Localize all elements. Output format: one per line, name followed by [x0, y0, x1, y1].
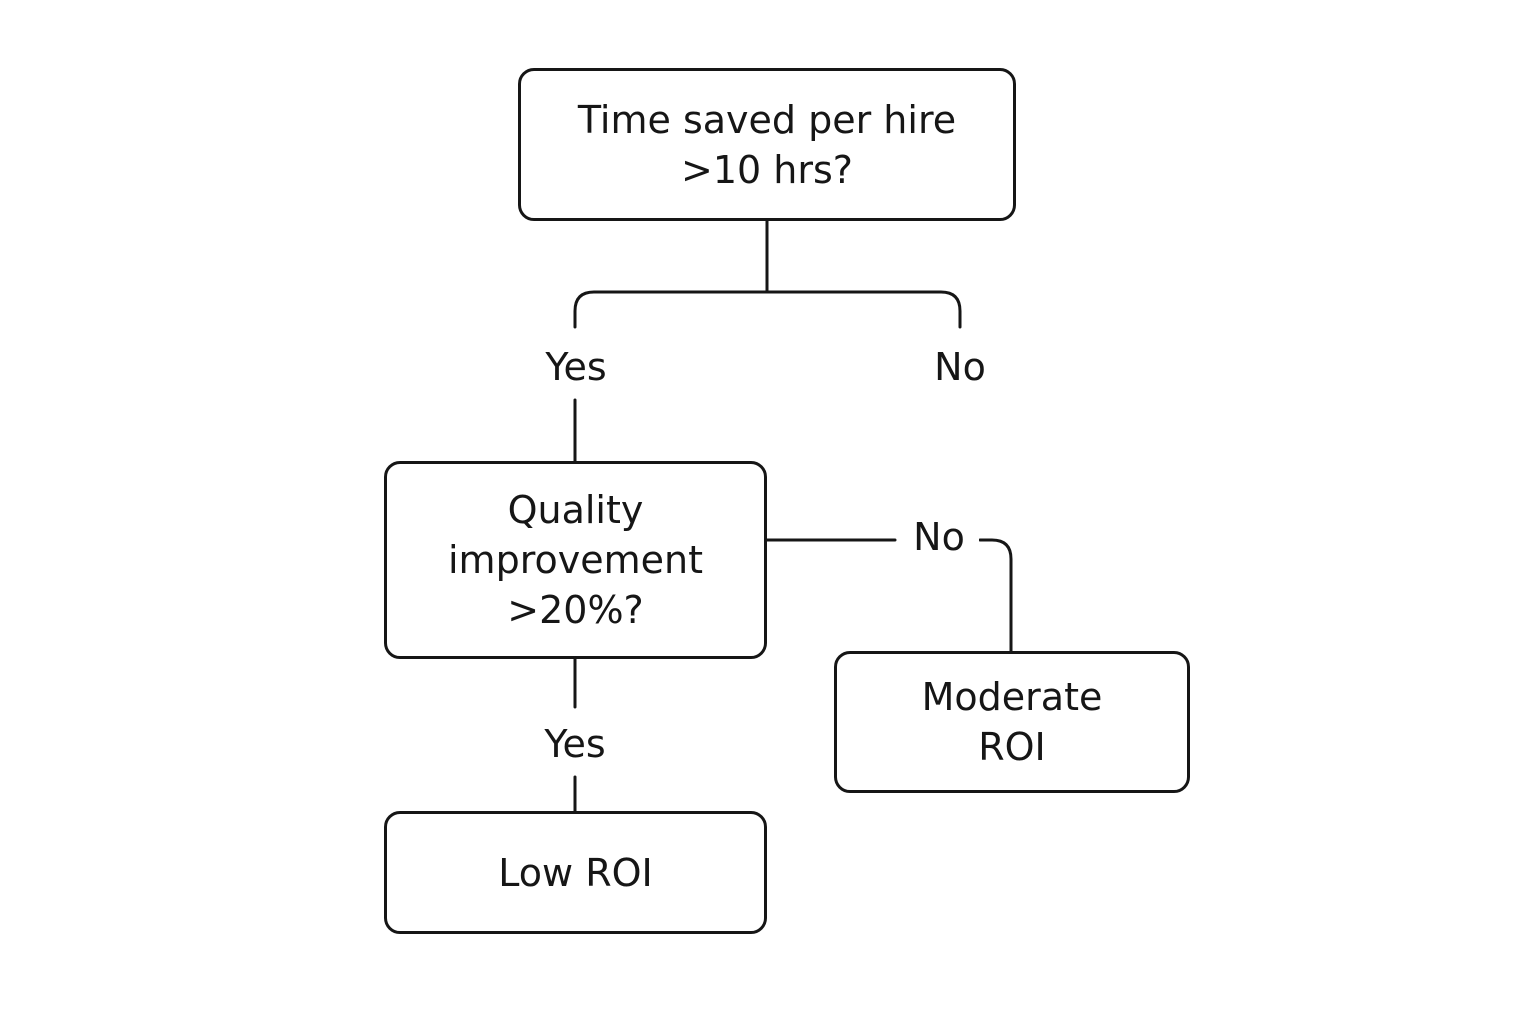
decision-quality-line-1: Quality	[507, 488, 644, 532]
connector-quality-no-right	[978, 538, 1013, 653]
connector-branch-yes	[573, 290, 769, 329]
decision-time-saved: Time saved per hire >10 hrs?	[518, 68, 1016, 221]
decision-time-saved-line-2: >10 hrs?	[681, 147, 853, 192]
outcome-moderate-roi-line-2: ROI	[978, 725, 1046, 769]
outcome-moderate-roi-line-1: Moderate	[921, 675, 1103, 719]
decision-quality-improvement: Quality improvement >20%?	[384, 461, 767, 659]
outcome-low-roi-label: Low ROI	[498, 850, 653, 895]
edge-label-time-no: No	[920, 345, 1000, 389]
edge-label-quality-no: No	[899, 515, 979, 559]
outcome-low-roi: Low ROI	[384, 811, 767, 934]
decision-quality-line-2: improvement	[448, 538, 703, 582]
decision-quality-line-3: >20%?	[507, 588, 644, 632]
outcome-moderate-roi: Moderate ROI	[834, 651, 1190, 793]
connector-branch-no	[765, 290, 962, 329]
decision-time-saved-line-1: Time saved per hire	[577, 97, 957, 142]
edge-label-time-yes: Yes	[531, 345, 621, 389]
edge-label-quality-yes: Yes	[530, 722, 620, 766]
